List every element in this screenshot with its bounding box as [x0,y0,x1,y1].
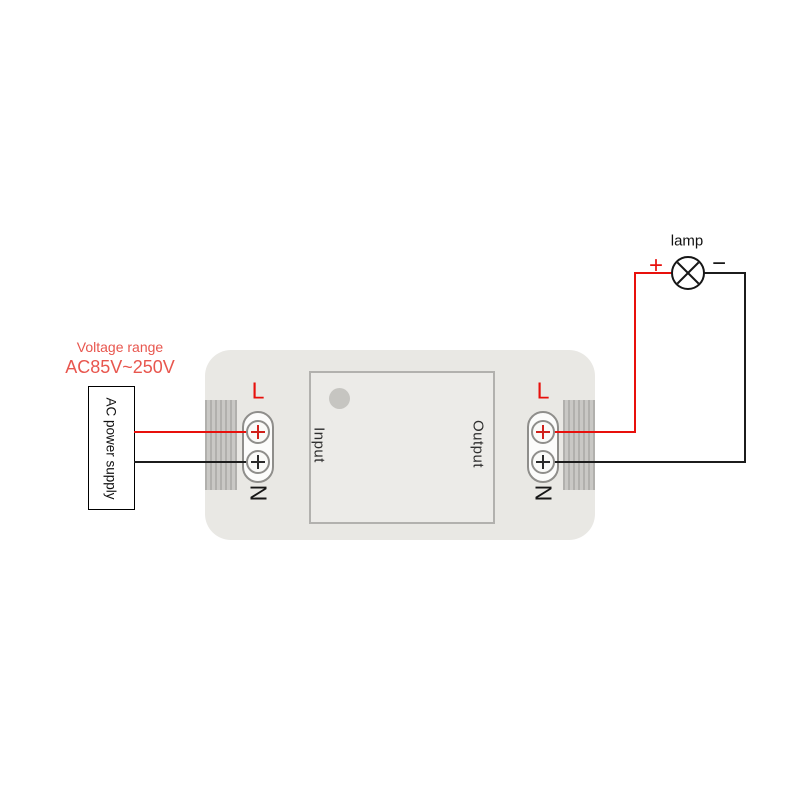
wire-live-riser [634,272,636,433]
lamp-minus-sign: − [711,250,727,277]
ac-power-supply-label: AC power supply [104,396,119,500]
lamp-label: lamp [670,232,704,250]
wire-neutral-right [543,461,746,463]
voltage-range-title: Voltage range [76,339,164,355]
output-label: Output [469,419,487,469]
input-label: Input [310,427,328,463]
voltage-range-value: AC85V~250V [65,357,175,378]
terminal-l-label-left: L [251,377,265,404]
wire-lamp-to-neutral [703,272,746,274]
lamp-plus-sign: + [648,252,664,279]
voltage-range-label: Voltage range AC85V~250V [50,338,190,380]
screw-neutral-right-icon [531,450,555,474]
wire-live-right [543,431,635,433]
wire-live-left [134,431,258,433]
wire-live-to-lamp [634,272,676,274]
wire-neutral-drop [744,272,746,463]
screw-live-right-icon [531,420,555,444]
terminal-n-label-left: N [245,484,272,502]
terminal-n-label-right: N [530,484,557,502]
wire-neutral-left [134,461,258,463]
terminal-block-left [205,400,237,490]
ac-power-supply-box: AC power supply [88,386,135,510]
terminal-l-label-right: L [536,377,550,404]
screw-neutral-left-icon [246,450,270,474]
screw-live-left-icon [246,420,270,444]
lamp-icon [671,256,705,290]
terminal-block-right [563,400,595,490]
module-button-icon [329,388,350,409]
